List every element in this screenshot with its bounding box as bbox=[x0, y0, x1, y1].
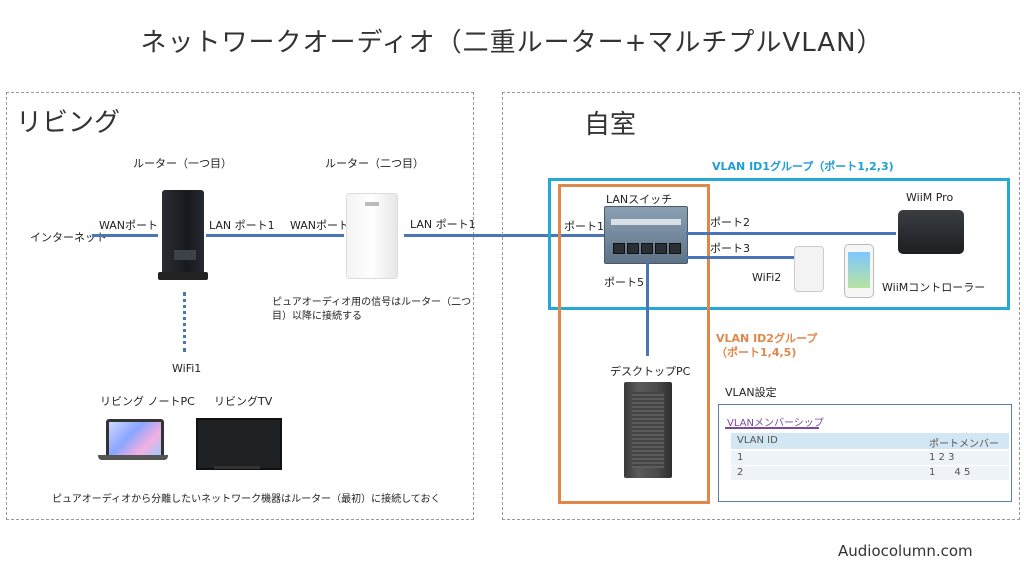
port2-link bbox=[686, 232, 896, 235]
switch-port-2 bbox=[627, 243, 639, 254]
vlan2-label-line2: （ポート1,4,5) bbox=[716, 346, 797, 359]
footer-site-name: Audiocolumn.com bbox=[838, 542, 973, 560]
port3-label: ポート3 bbox=[710, 242, 750, 255]
switch-label: LANスイッチ bbox=[606, 193, 673, 206]
vlan1-group-box bbox=[548, 178, 1010, 310]
laptop-base bbox=[98, 455, 168, 460]
vlan-id-cell: 2 bbox=[737, 467, 744, 478]
vlan2-group-box bbox=[558, 184, 710, 504]
switch-port-3 bbox=[641, 243, 653, 254]
router1-base bbox=[158, 272, 208, 280]
switch-port-5 bbox=[669, 243, 681, 254]
router1-ports bbox=[174, 250, 196, 260]
wifi1-label: WiFi1 bbox=[172, 362, 202, 375]
wifi1-link bbox=[183, 292, 186, 352]
port1-label: ポート1 bbox=[564, 220, 604, 233]
internet-link bbox=[92, 234, 158, 237]
vlan-table-header-id: VLAN ID bbox=[737, 435, 778, 446]
wiim-controller-phone bbox=[844, 244, 874, 298]
wiim-controller-label: WiiMコントローラー bbox=[882, 281, 986, 294]
vlan-id-cell: 1 bbox=[737, 452, 744, 463]
living-bottom-note: ピュアオーディオから分離したいネットワーク機器はルーター（最初）に接続しておく bbox=[52, 494, 441, 505]
laptop-label: リビング ノートPC bbox=[100, 395, 195, 408]
port5-label: ポート5 bbox=[604, 276, 644, 289]
room-title: 自室 bbox=[584, 110, 637, 140]
wiim-pro-device bbox=[898, 210, 964, 254]
switch-brand-strip bbox=[611, 219, 681, 225]
router1-device bbox=[158, 190, 208, 280]
port-members-cell: 1 2 3 bbox=[929, 452, 955, 463]
room-panel bbox=[502, 92, 1020, 520]
living-panel bbox=[6, 92, 474, 520]
desktop-pc-device bbox=[624, 382, 672, 478]
wiim-pro-label: WiiM Pro bbox=[906, 191, 954, 204]
router2-device bbox=[346, 193, 398, 279]
wifi2-extender-device bbox=[794, 246, 824, 292]
port5-link bbox=[646, 262, 649, 356]
vlan2-label-line1: VLAN ID2グループ bbox=[716, 332, 818, 345]
lan-port1-label-a: LAN ポート1 bbox=[209, 219, 275, 232]
switch-port-1 bbox=[613, 243, 625, 254]
vlan-settings-label: VLAN設定 bbox=[725, 386, 777, 399]
vlan-membership-tab[interactable]: VLANメンバーシップ bbox=[727, 418, 824, 429]
port2-label: ポート2 bbox=[710, 216, 750, 229]
laptop-screen bbox=[106, 419, 164, 459]
router2-note: ピュアオーディオ用の信号はルーター（二つ目）以降に接続する bbox=[272, 297, 472, 322]
router2-logo bbox=[365, 202, 379, 206]
router1-label: ルーター（一つ目） bbox=[133, 157, 232, 170]
switch-port-4 bbox=[655, 243, 667, 254]
wan-port-label-1: WANポート bbox=[99, 219, 159, 232]
router2-to-switch-link bbox=[404, 234, 604, 237]
page-title: ネットワークオーディオ（二重ルーター+マルチプルVLAN） bbox=[140, 28, 884, 58]
desktop-label: デスクトップPC bbox=[610, 365, 691, 378]
vlan-table-header: VLAN ID ポートメンバー bbox=[731, 433, 1009, 450]
tv-stand bbox=[214, 466, 260, 469]
living-title: リビング bbox=[16, 108, 121, 138]
port3-link bbox=[686, 256, 794, 259]
vlan-table-header-members: ポートメンバー bbox=[929, 439, 999, 450]
lan-port1-label-b: LAN ポート1 bbox=[410, 218, 476, 231]
vlan1-label: VLAN ID1グループ（ポート1,2,3) bbox=[712, 160, 894, 173]
pc-front-panel bbox=[632, 392, 664, 468]
router2-label: ルーター（二つ目） bbox=[325, 157, 424, 170]
port-members-cell: 1 4 5 bbox=[929, 467, 971, 478]
router1-to-router2-link bbox=[206, 234, 344, 237]
vlan-membership-tab-underline bbox=[725, 427, 819, 429]
tv-screen bbox=[196, 418, 282, 470]
table-row: 1 1 2 3 bbox=[731, 450, 1009, 465]
wifi2-label: WiFi2 bbox=[752, 271, 782, 284]
internet-label: インターネット bbox=[30, 231, 107, 244]
vlan-settings-card: VLANメンバーシップ VLAN ID ポートメンバー 1 1 2 3 2 1 … bbox=[718, 404, 1012, 502]
tv-label: リビングTV bbox=[214, 395, 273, 408]
table-row: 2 1 4 5 bbox=[731, 465, 1009, 480]
lan-switch-device bbox=[604, 206, 688, 264]
phone-screen bbox=[848, 252, 870, 288]
wan-port-label-2: WANポート bbox=[290, 219, 350, 232]
